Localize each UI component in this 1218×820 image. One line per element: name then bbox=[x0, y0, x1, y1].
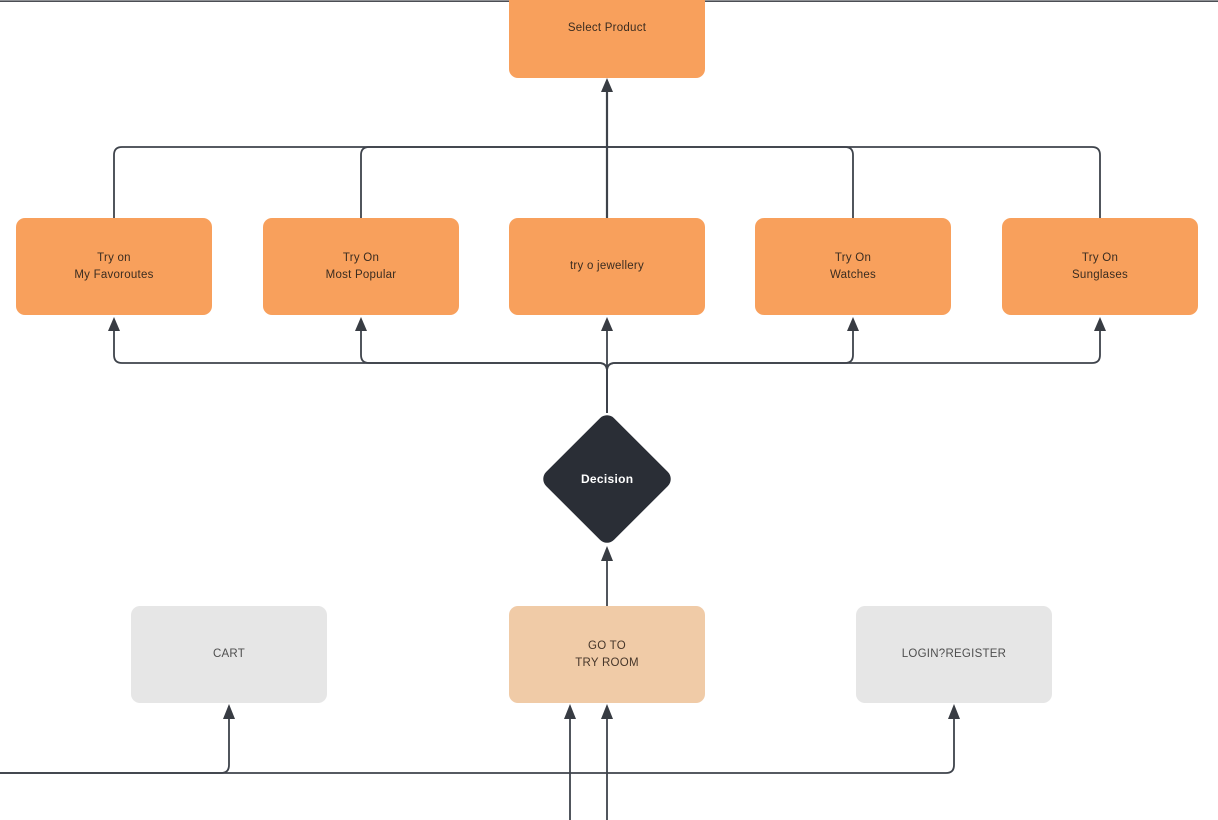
node-label-line: GO TO bbox=[588, 639, 626, 652]
arrowhead bbox=[601, 317, 613, 331]
node-label: Decision bbox=[580, 471, 634, 486]
arrowhead bbox=[601, 546, 613, 561]
arrowhead bbox=[223, 704, 235, 719]
node-select-product[interactable]: Select Product bbox=[509, 0, 705, 78]
arrowhead bbox=[948, 704, 960, 719]
edge-tryroom-to-decision bbox=[601, 546, 613, 606]
arrowhead bbox=[564, 704, 576, 719]
node-try-on-sunglasses[interactable]: Try On Sunglases bbox=[1002, 218, 1198, 315]
edge-decision-to-option1 bbox=[108, 317, 608, 413]
node-label-line: Watches bbox=[829, 268, 877, 281]
edge-decision-to-option5 bbox=[606, 317, 1106, 413]
arrowhead bbox=[601, 704, 613, 719]
edge-bus-to-cart bbox=[0, 704, 235, 774]
edge-decision-to-option2 bbox=[355, 317, 608, 413]
edge-decision-to-option4 bbox=[606, 317, 859, 413]
node-label-line: Try On bbox=[342, 251, 380, 264]
node-label-line: Most Popular bbox=[325, 268, 397, 281]
edge-offscreen-left-to-tryroom bbox=[564, 704, 576, 820]
node-try-on-jewellery[interactable]: try o jewellery bbox=[509, 218, 705, 315]
node-label-line: Try on bbox=[97, 251, 131, 264]
node-try-on-favourites[interactable]: Try on My Favoroutes bbox=[16, 218, 212, 315]
node-label: Select Product bbox=[567, 22, 647, 34]
arrowhead bbox=[601, 78, 613, 92]
node-label-line: Sunglases bbox=[1072, 268, 1128, 281]
arrowhead bbox=[1094, 317, 1106, 331]
node-label-line: My Favoroutes bbox=[74, 268, 154, 281]
edge-bus-to-login bbox=[0, 704, 960, 774]
arrowhead bbox=[355, 317, 367, 331]
node-try-on-watches[interactable]: Try On Watches bbox=[755, 218, 951, 315]
edge-option3-to-select-product bbox=[601, 78, 613, 218]
edge-option2-to-select-product bbox=[360, 146, 607, 218]
node-label-line: TRY ROOM bbox=[575, 656, 639, 669]
node-try-on-most-popular[interactable]: Try On Most Popular bbox=[263, 218, 459, 315]
edge-option4-to-select-product bbox=[607, 146, 854, 218]
arrowhead bbox=[108, 317, 120, 331]
node-label: LOGIN?REGISTER bbox=[901, 648, 1007, 660]
node-login-register[interactable]: LOGIN?REGISTER bbox=[856, 606, 1052, 703]
node-cart[interactable]: CART bbox=[131, 606, 327, 703]
node-label-line: Try On bbox=[834, 251, 872, 264]
edge-option1-to-select-product bbox=[113, 146, 607, 218]
node-label-line: Try On bbox=[1081, 251, 1119, 264]
edge-offscreen-right-to-tryroom bbox=[601, 704, 613, 820]
node-label-line: try o jewellery bbox=[569, 260, 645, 272]
node-label: CART bbox=[212, 648, 246, 660]
edge-option5-to-select-product bbox=[607, 146, 1101, 218]
node-go-to-try-room[interactable]: GO TO TRY ROOM bbox=[509, 606, 705, 703]
arrowhead bbox=[847, 317, 859, 331]
